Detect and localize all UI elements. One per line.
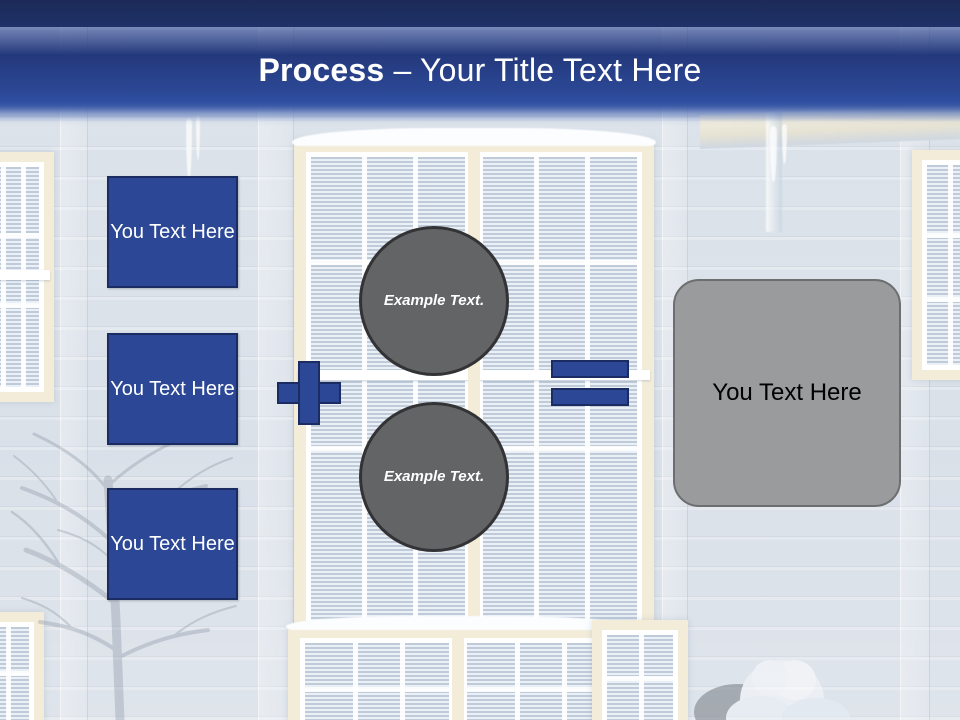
window-sash [602, 630, 678, 720]
page-title-rest: – Your Title Text Here [393, 52, 702, 88]
equals-icon-top-bar [551, 360, 629, 378]
page-title: Process – Your Title Text Here [0, 50, 960, 90]
background-window [912, 150, 960, 380]
background-window [0, 612, 44, 720]
window-center-mullion [468, 146, 480, 634]
plus-icon-center [300, 384, 318, 402]
example-circle-2[interactable]: Example Text. [359, 402, 509, 552]
equals-icon-bottom-bar [551, 388, 629, 406]
snow-cap [286, 616, 630, 630]
background-window [592, 620, 688, 720]
window-sash [300, 638, 454, 720]
icicle [770, 126, 777, 182]
input-box-1[interactable]: You Text Here [107, 176, 238, 288]
equals-icon [551, 360, 629, 406]
page-title-strong: Process [258, 52, 394, 88]
example-circle-1[interactable]: Example Text. [359, 226, 509, 376]
window-sash [0, 622, 34, 720]
window-center-mullion [452, 632, 464, 720]
background-window [288, 626, 628, 720]
window-meeting-rail [0, 270, 50, 280]
snow-cap [292, 128, 656, 146]
window-glass [467, 643, 611, 720]
snow-bush [694, 660, 850, 720]
icicle [782, 124, 787, 164]
window-glass [607, 635, 673, 720]
window-glass [0, 627, 29, 720]
icicle [186, 118, 192, 180]
window-sash [922, 160, 960, 370]
background-window [0, 152, 54, 402]
window-glass [305, 643, 449, 720]
result-box[interactable]: You Text Here [673, 279, 901, 507]
title-bar: Process – Your Title Text Here [0, 0, 960, 126]
input-box-2[interactable]: You Text Here [107, 333, 238, 445]
input-box-3[interactable]: You Text Here [107, 488, 238, 600]
window-sash [462, 638, 616, 720]
plus-icon [277, 361, 341, 425]
icicle [196, 116, 200, 160]
window-glass [927, 165, 960, 365]
